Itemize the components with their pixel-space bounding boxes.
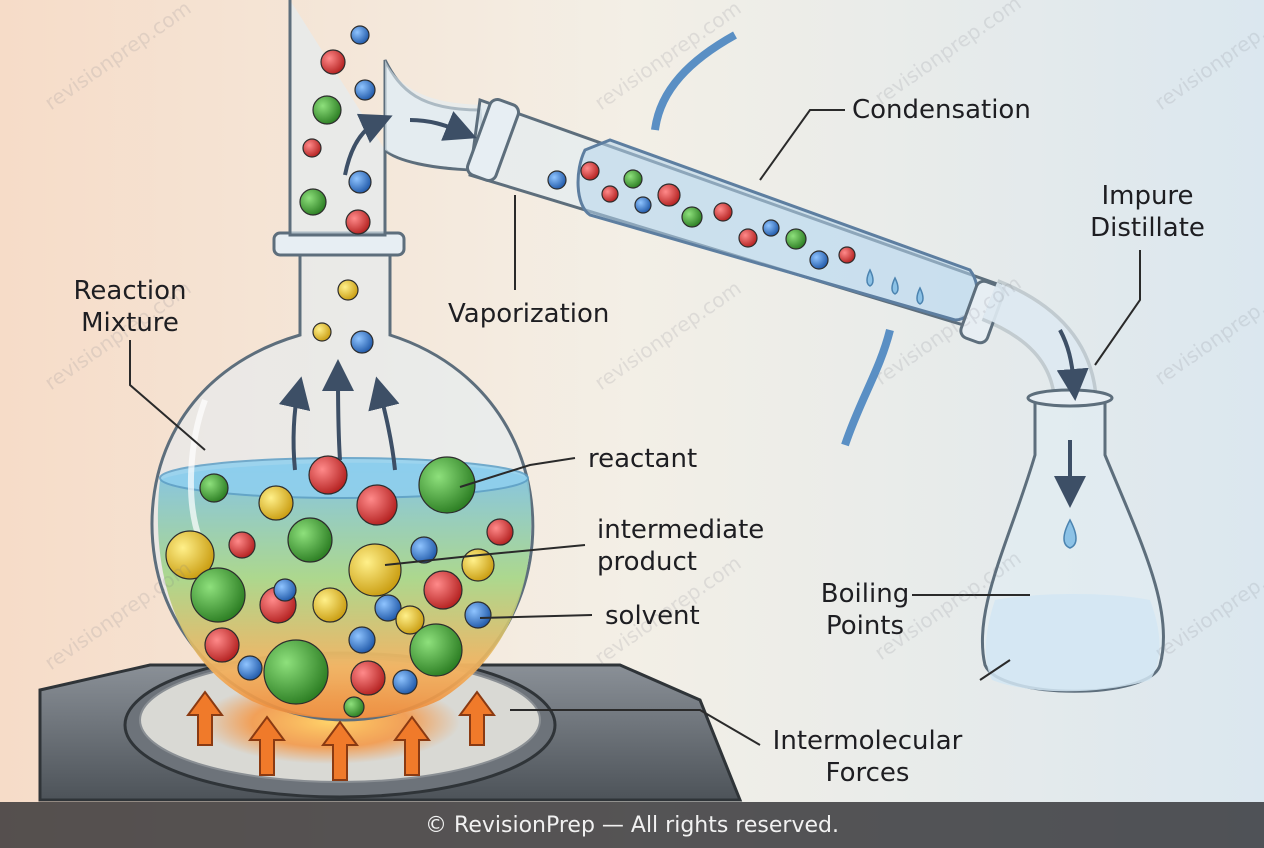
molecule xyxy=(634,196,652,214)
molecule xyxy=(237,655,263,681)
molecule xyxy=(809,250,829,270)
label-intermediate-product-line1: intermediate xyxy=(597,515,765,545)
heat-arrow-icon xyxy=(186,690,496,781)
label-intermolecular-forces: Intermolecular Forces xyxy=(765,725,970,789)
molecule xyxy=(838,246,856,264)
label-intermediate-product-line2: product xyxy=(597,547,698,577)
molecule xyxy=(623,169,643,189)
molecule xyxy=(410,536,438,564)
label-solvent: solvent xyxy=(605,601,700,631)
molecule xyxy=(713,202,733,222)
molecule xyxy=(228,531,256,559)
molecule xyxy=(302,138,322,158)
molecule xyxy=(345,209,371,235)
molecule xyxy=(348,170,372,194)
molecule xyxy=(165,530,215,580)
molecule xyxy=(312,322,332,342)
molecule xyxy=(392,669,418,695)
label-boiling-points: Boiling Points xyxy=(810,578,920,642)
molecule xyxy=(464,601,492,629)
molecule xyxy=(681,206,703,228)
molecule xyxy=(258,485,294,521)
molecule xyxy=(263,639,329,705)
molecule xyxy=(287,517,333,563)
label-reaction-mixture-line1: Reaction xyxy=(73,276,187,306)
molecule xyxy=(601,185,619,203)
molecule xyxy=(204,627,240,663)
label-intermediate-product: intermediate product xyxy=(597,514,764,578)
molecule xyxy=(785,228,807,250)
label-intermolecular-forces-line2: Forces xyxy=(825,758,910,788)
label-reactant: reactant xyxy=(588,444,698,474)
label-condensation: Condensation xyxy=(852,95,1031,125)
molecule xyxy=(343,696,365,718)
footer-text: © RevisionPrep — All rights reserved. xyxy=(425,812,839,838)
droplet-icon xyxy=(866,268,1077,549)
molecule xyxy=(356,484,398,526)
label-intermolecular-forces-line1: Intermolecular xyxy=(772,726,963,756)
molecule xyxy=(486,518,514,546)
vapor-arrow-icon xyxy=(278,111,1089,508)
label-boiling-points-line1: Boiling xyxy=(820,579,910,609)
molecule xyxy=(348,543,402,597)
molecule xyxy=(350,330,374,354)
molecule xyxy=(374,594,402,622)
molecule xyxy=(320,49,346,75)
molecule xyxy=(348,626,376,654)
molecule xyxy=(199,473,229,503)
molecule xyxy=(312,587,348,623)
label-boiling-points-line2: Points xyxy=(825,611,905,641)
molecule xyxy=(738,228,758,248)
molecule xyxy=(312,95,342,125)
molecule xyxy=(350,25,370,45)
label-vaporization: Vaporization xyxy=(448,299,610,329)
label-reaction-mixture-line2: Mixture xyxy=(81,308,179,338)
copyright-footer: © RevisionPrep — All rights reserved. xyxy=(0,802,1264,848)
leader-lines xyxy=(129,109,1141,746)
molecule xyxy=(350,660,386,696)
molecule xyxy=(337,279,359,301)
molecule xyxy=(423,570,463,610)
molecule xyxy=(762,219,780,237)
molecules xyxy=(165,25,856,718)
molecule xyxy=(657,183,681,207)
molecule xyxy=(308,455,348,495)
molecule xyxy=(418,456,476,514)
molecule xyxy=(547,170,567,190)
label-impure-distillate-line1: Impure xyxy=(1101,181,1194,211)
molecule xyxy=(409,623,463,677)
molecule xyxy=(354,79,376,101)
label-impure-distillate: Impure Distillate xyxy=(1080,180,1215,244)
molecule xyxy=(580,161,600,181)
molecule xyxy=(190,567,246,623)
molecule xyxy=(273,578,297,602)
label-reaction-mixture: Reaction Mixture xyxy=(60,275,200,339)
label-impure-distillate-line2: Distillate xyxy=(1090,213,1205,243)
molecule xyxy=(299,188,327,216)
molecule xyxy=(395,605,425,635)
